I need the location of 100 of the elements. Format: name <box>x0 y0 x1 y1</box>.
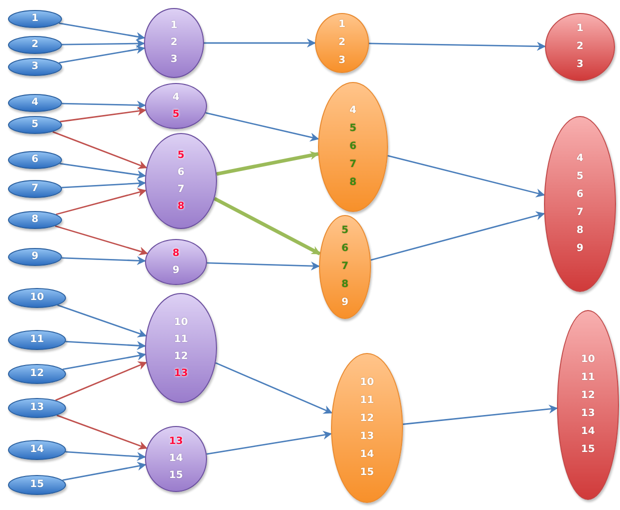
ellipse-node <box>145 426 207 492</box>
number-label: 4 <box>172 92 180 102</box>
arrow <box>388 155 546 198</box>
arrow <box>56 414 148 450</box>
arrow <box>370 211 546 261</box>
ellipse-node <box>8 475 66 495</box>
ellipse-node <box>315 13 369 73</box>
number-label: 11 <box>30 335 44 345</box>
number-label: 2 <box>32 40 38 50</box>
ellipse-node <box>144 8 204 78</box>
number-label: 1 <box>576 24 584 34</box>
arrow <box>58 22 146 41</box>
number-label: 3 <box>170 55 178 65</box>
arrow <box>58 45 146 64</box>
number-label: 14 <box>30 445 44 455</box>
number-label: 8 <box>172 248 180 258</box>
ellipse-node <box>145 83 207 129</box>
number-label: 7 <box>178 184 184 194</box>
number-label: 11 <box>360 396 374 406</box>
number-label: 5 <box>350 124 356 134</box>
number-label: 11 <box>581 373 595 383</box>
ellipse-node <box>8 330 66 350</box>
arrow <box>60 162 146 180</box>
arrow <box>214 196 321 256</box>
ellipse-node <box>8 36 62 54</box>
ellipse-node <box>8 211 62 229</box>
arrow <box>65 451 146 461</box>
number-label: 3 <box>338 56 346 66</box>
number-label: 14 <box>360 450 374 460</box>
number-label: 5 <box>342 226 348 236</box>
number-label: 10 <box>30 293 44 303</box>
arrow <box>62 256 146 266</box>
number-label: 4 <box>350 106 356 116</box>
number-label: 7 <box>32 184 38 194</box>
ellipse-node <box>8 94 62 112</box>
number-label: 15 <box>581 445 595 455</box>
number-label: 15 <box>30 480 44 490</box>
number-label: 13 <box>30 403 44 413</box>
number-label: 5 <box>172 110 180 120</box>
ellipse-node <box>8 288 66 308</box>
arrow <box>54 225 148 256</box>
number-label: 11 <box>174 334 188 344</box>
arrow <box>62 178 146 188</box>
number-label: 15 <box>360 468 374 478</box>
number-label: 5 <box>32 120 38 130</box>
arrow <box>206 430 332 455</box>
ellipse-node <box>319 215 371 319</box>
number-label: 13 <box>581 409 595 419</box>
number-label: 10 <box>581 355 595 365</box>
arrow <box>62 351 146 370</box>
number-label: 12 <box>581 391 595 401</box>
ellipse-node <box>8 180 62 198</box>
number-label: 15 <box>169 471 183 481</box>
number-label: 3 <box>576 60 584 70</box>
number-label: 5 <box>178 150 184 160</box>
ellipse-node <box>8 10 62 28</box>
ellipse-node <box>8 248 62 266</box>
number-label: 6 <box>342 244 348 254</box>
number-label: 2 <box>170 38 178 48</box>
arrow <box>66 340 146 350</box>
number-label: 2 <box>338 38 346 48</box>
number-label: 13 <box>169 437 183 447</box>
number-label: 10 <box>360 378 374 388</box>
arrow <box>62 39 145 48</box>
number-label: 9 <box>32 252 38 262</box>
number-label: 12 <box>30 369 44 379</box>
arrow <box>56 188 147 216</box>
arrow <box>62 462 146 481</box>
number-label: 7 <box>350 160 356 170</box>
arrow <box>216 151 320 176</box>
number-label: 6 <box>178 168 184 178</box>
number-label: 3 <box>32 62 38 72</box>
ellipse-node <box>8 58 62 76</box>
arrow <box>52 131 148 170</box>
number-label: 14 <box>581 427 595 437</box>
arrow <box>55 361 148 401</box>
number-label: 8 <box>178 202 184 212</box>
number-label: 8 <box>350 178 356 188</box>
number-label: 2 <box>576 42 584 52</box>
number-label: 7 <box>342 262 348 272</box>
ellipse-node <box>8 440 66 460</box>
ellipse-node <box>8 398 66 418</box>
arrow <box>204 38 316 48</box>
arrow <box>62 100 146 110</box>
number-label: 6 <box>576 190 584 200</box>
ellipse-node <box>8 151 62 169</box>
number-label: 8 <box>342 280 348 290</box>
number-label: 4 <box>32 98 38 108</box>
number-label: 6 <box>32 155 38 165</box>
number-label: 9 <box>172 266 180 276</box>
arrow <box>215 362 333 414</box>
number-label: 7 <box>576 208 584 218</box>
number-label: 1 <box>170 21 178 31</box>
number-label: 9 <box>342 298 348 308</box>
number-label: 14 <box>169 454 183 464</box>
number-label: 1 <box>338 20 346 30</box>
ellipse-node <box>145 239 207 285</box>
number-label: 12 <box>360 414 374 424</box>
number-label: 13 <box>174 368 188 378</box>
number-label: 4 <box>576 154 584 164</box>
